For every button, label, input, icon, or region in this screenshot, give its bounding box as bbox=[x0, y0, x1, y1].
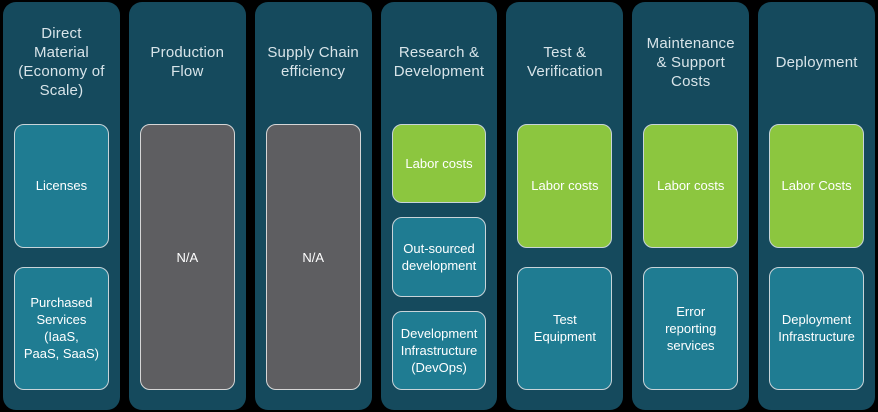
box-label: Deployment Infrastructure bbox=[778, 312, 855, 345]
column-boxes: N/A bbox=[265, 124, 361, 390]
box-label: N/A bbox=[302, 249, 324, 265]
column-header: Supply Chain efficiency bbox=[267, 44, 359, 80]
column-header: Direct Material (Economy of Scale) bbox=[18, 25, 105, 99]
column-header: Research & Development bbox=[393, 44, 485, 80]
box-error-reporting-services: Error reporting services bbox=[643, 266, 739, 390]
box-development-infrastructure: Development Infrastructure (DevOps) bbox=[391, 310, 487, 390]
box-label: Out-sourced development bbox=[401, 240, 477, 273]
column-header: Deployment bbox=[775, 53, 858, 71]
column-header: Production Flow bbox=[150, 44, 225, 80]
box-rd-labor-costs: Labor costs bbox=[391, 124, 487, 204]
box-label: Labor costs bbox=[531, 178, 599, 194]
box-label: Test Equipment bbox=[533, 312, 596, 345]
box-label: Error reporting services bbox=[665, 303, 717, 353]
column-boxes: N/A bbox=[139, 124, 235, 390]
box-licenses: Licenses bbox=[14, 124, 109, 248]
box-purchased-services: Purchased Services (IaaS, PaaS, SaaS) bbox=[14, 266, 109, 390]
box-label: Labor costs bbox=[657, 178, 725, 194]
box-label: Purchased Services (IaaS, PaaS, SaaS) bbox=[23, 295, 99, 362]
box-maintenance-labor-costs: Labor costs bbox=[643, 124, 739, 248]
column-direct-material: Direct Material (Economy of Scale) Licens… bbox=[3, 2, 120, 410]
box-label: Licenses bbox=[35, 178, 88, 194]
column-header: Maintenance & Support Costs bbox=[646, 34, 735, 90]
box-label: Labor costs bbox=[405, 156, 473, 172]
box-production-flow-na: N/A bbox=[139, 124, 235, 390]
box-out-sourced-development: Out-sourced development bbox=[391, 217, 487, 297]
box-test-labor-costs: Labor costs bbox=[517, 124, 613, 248]
box-test-equipment: Test Equipment bbox=[517, 266, 613, 390]
box-deployment-labor-costs: Labor Costs bbox=[769, 124, 865, 248]
box-deployment-infrastructure: Deployment Infrastructure bbox=[769, 266, 865, 390]
box-supply-chain-na: N/A bbox=[265, 124, 361, 390]
box-label: Development Infrastructure (DevOps) bbox=[400, 325, 478, 375]
column-header: Test & Verification bbox=[526, 44, 603, 80]
box-label: Labor Costs bbox=[781, 178, 852, 194]
box-label: N/A bbox=[176, 249, 199, 265]
